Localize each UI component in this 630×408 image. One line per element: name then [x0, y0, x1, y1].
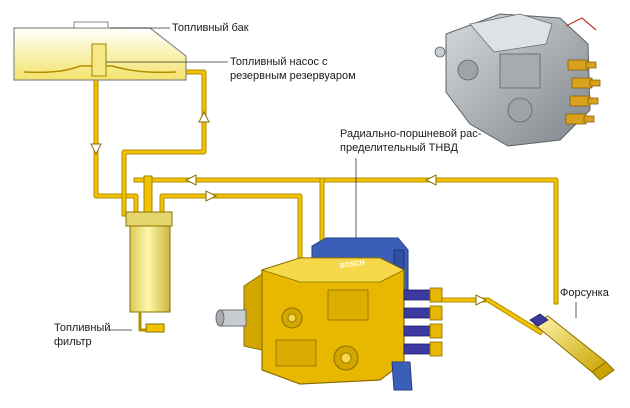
arrow-left-icon-2 [424, 174, 437, 186]
fuel-filter [125, 175, 173, 333]
fuel-lines [93, 69, 559, 336]
label-fuel-tank: Топливный бак [172, 22, 249, 34]
fuel-tank [13, 21, 187, 81]
label-filter-line2: фильтр [54, 336, 92, 348]
flow-arrows [90, 110, 488, 306]
bosch-logo: BOSCH [339, 260, 365, 270]
outlet-fittings [403, 287, 443, 357]
label-distributor-pump-line1: Радиально-поршневой рас- [340, 128, 482, 140]
line-filter-to-pump [159, 193, 303, 273]
arrow-left-icon [184, 174, 197, 186]
return-line-to-tank [121, 69, 207, 217]
high-pressure-line [437, 297, 544, 336]
distributor-pump: BOSCH [215, 237, 443, 391]
label-filter-line1: Топливный [54, 322, 111, 334]
arrow-up-icon [198, 110, 210, 123]
arrow-right-icon-2 [475, 294, 488, 306]
arrow-down-icon [90, 143, 102, 156]
label-fuel-pump-line1: Топливный насос с [230, 56, 328, 68]
supply-line-tank-to-filter [93, 69, 139, 217]
pump-photo [434, 13, 601, 147]
label-fuel-pump-line2: резервным резервуаром [230, 70, 356, 82]
brass-fittings [565, 59, 601, 125]
label-distributor-pump-line2: пределительный ТНВД [340, 142, 458, 154]
label-injector: Форсунка [560, 287, 609, 299]
arrow-right-icon [205, 190, 218, 202]
injector [529, 313, 615, 381]
in-tank-pump [91, 43, 107, 77]
